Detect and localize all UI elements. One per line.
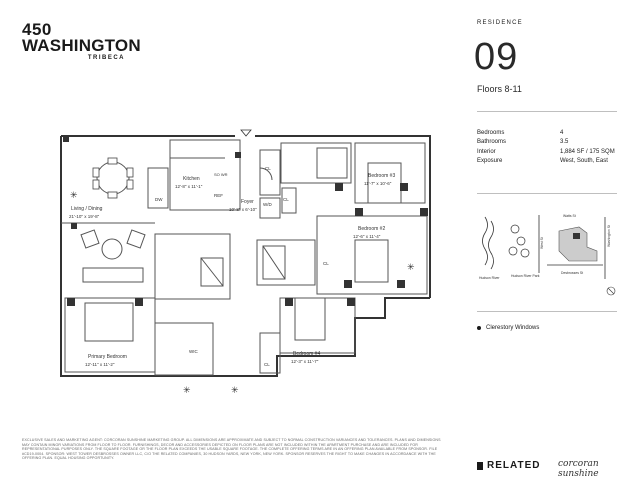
spec-value: 1,884 SF / 175 SQM <box>560 148 615 155</box>
label-bedroom-2: Bedroom #2 <box>358 226 385 232</box>
corcoran-logo: corcoran sunshine <box>558 459 599 479</box>
spec-value: 4 <box>560 130 564 136</box>
legal-disclaimer: EXCLUSIVE SALES AND MARKETING AGENT: COR… <box>22 438 441 461</box>
building-marker <box>573 233 580 239</box>
label-cl-4: CL <box>264 362 270 367</box>
spec-label: Bathrooms <box>477 139 507 146</box>
label-bedroom-4: Bedroom #4 <box>293 351 320 357</box>
legend-clerestory: Clerestory Windows <box>477 325 539 331</box>
map-label-washington: Washington St <box>607 225 611 247</box>
spec-label: Exposure <box>477 158 503 165</box>
tree-icon <box>510 224 520 234</box>
label-kitchen: Kitchen <box>183 176 200 182</box>
tree-icon <box>520 248 530 258</box>
plant-marker: ✳ <box>407 263 415 273</box>
label-cl-2: CL <box>283 197 289 202</box>
dim-living: 21'-10" x 19'-8" <box>69 214 100 219</box>
label-bedroom-3: Bedroom #3 <box>368 173 395 179</box>
map-label-west: West St <box>540 237 544 249</box>
divider <box>477 111 617 112</box>
map-label-watts: Watts St <box>563 214 576 218</box>
legend-label: Clerestory Windows <box>486 325 540 331</box>
spec-value: West, South, East <box>560 158 608 165</box>
dim-primary-bedroom: 12'-11" x 11'-2" <box>85 362 115 367</box>
floor-plan: Kitchen 12'-8" x 11'-1" Living / Dining … <box>60 129 431 396</box>
logo-neighborhood: TRIBECA <box>87 55 125 61</box>
legend-dot-icon <box>477 326 481 330</box>
label-ref: REF <box>214 193 223 198</box>
label-wd: W/D <box>263 202 272 207</box>
clerestory-marker: ✳ <box>183 386 191 396</box>
dim-bedroom-2: 12'-6" x 11'-4" <box>353 234 381 239</box>
building-footprint <box>558 226 598 262</box>
north-arrow-icon <box>606 286 616 296</box>
dim-bedroom-4: 12'-3" x 11'-7" <box>291 359 319 364</box>
hudson-river-wave <box>482 216 488 266</box>
label-wic: WIC <box>189 349 198 354</box>
clerestory-marker: ✳ <box>231 386 239 396</box>
spec-row: Bedrooms 4 <box>477 129 615 138</box>
tree-icon <box>508 246 518 256</box>
label-living: Living / Dining <box>71 206 103 212</box>
spec-label: Interior <box>477 148 496 155</box>
divider <box>477 311 617 312</box>
residence-floors: Floors 8-11 <box>477 84 522 94</box>
map-label-park: Hudson River Park <box>511 274 540 278</box>
spec-row: Interior 1,884 SF / 175 SQM <box>477 148 615 157</box>
label-sowr: SO WR <box>214 172 228 177</box>
spec-label: Bedrooms <box>477 130 505 136</box>
related-logo-mark <box>477 461 483 470</box>
location-key-map: Watts St West St Washington St Desbrosse… <box>479 214 616 296</box>
map-label-hudson-river: Hudson River <box>479 276 500 280</box>
plant-marker: ✳ <box>70 191 78 201</box>
dim-bedroom-3: 11'-7" x 10'-6" <box>364 181 392 186</box>
residence-label: RESIDENCE <box>477 20 523 26</box>
map-label-desbrosses: Desbrosses St <box>561 271 583 275</box>
related-logo: RELATED <box>477 460 540 471</box>
label-dw: DW <box>155 197 163 202</box>
label-primary-bedroom: Primary Bedroom <box>88 354 127 360</box>
tree-icon <box>516 236 526 246</box>
spec-table: Bedrooms 4 Bathrooms 3.5 Interior 1,884 … <box>477 129 615 167</box>
label-cl-1: CL <box>265 166 271 171</box>
label-cl-3: CL <box>323 261 329 266</box>
spec-row: Exposure West, South, East <box>477 157 615 166</box>
building-logo: 450 WASHINGTON TRIBECA <box>22 20 141 61</box>
logo-street: WASHINGTON <box>22 36 141 55</box>
dim-kitchen: 12'-8" x 11'-1" <box>175 184 203 189</box>
dim-foyer: 10'-8" x 6'-10" <box>229 207 257 212</box>
divider <box>477 193 617 194</box>
logo-number: 450 <box>22 20 52 39</box>
related-logo-text: RELATED <box>487 460 541 471</box>
spec-row: Bathrooms 3.5 <box>477 138 615 147</box>
spec-value: 3.5 <box>560 139 569 146</box>
label-foyer: Foyer <box>241 199 254 205</box>
residence-number: 09 <box>474 36 519 78</box>
